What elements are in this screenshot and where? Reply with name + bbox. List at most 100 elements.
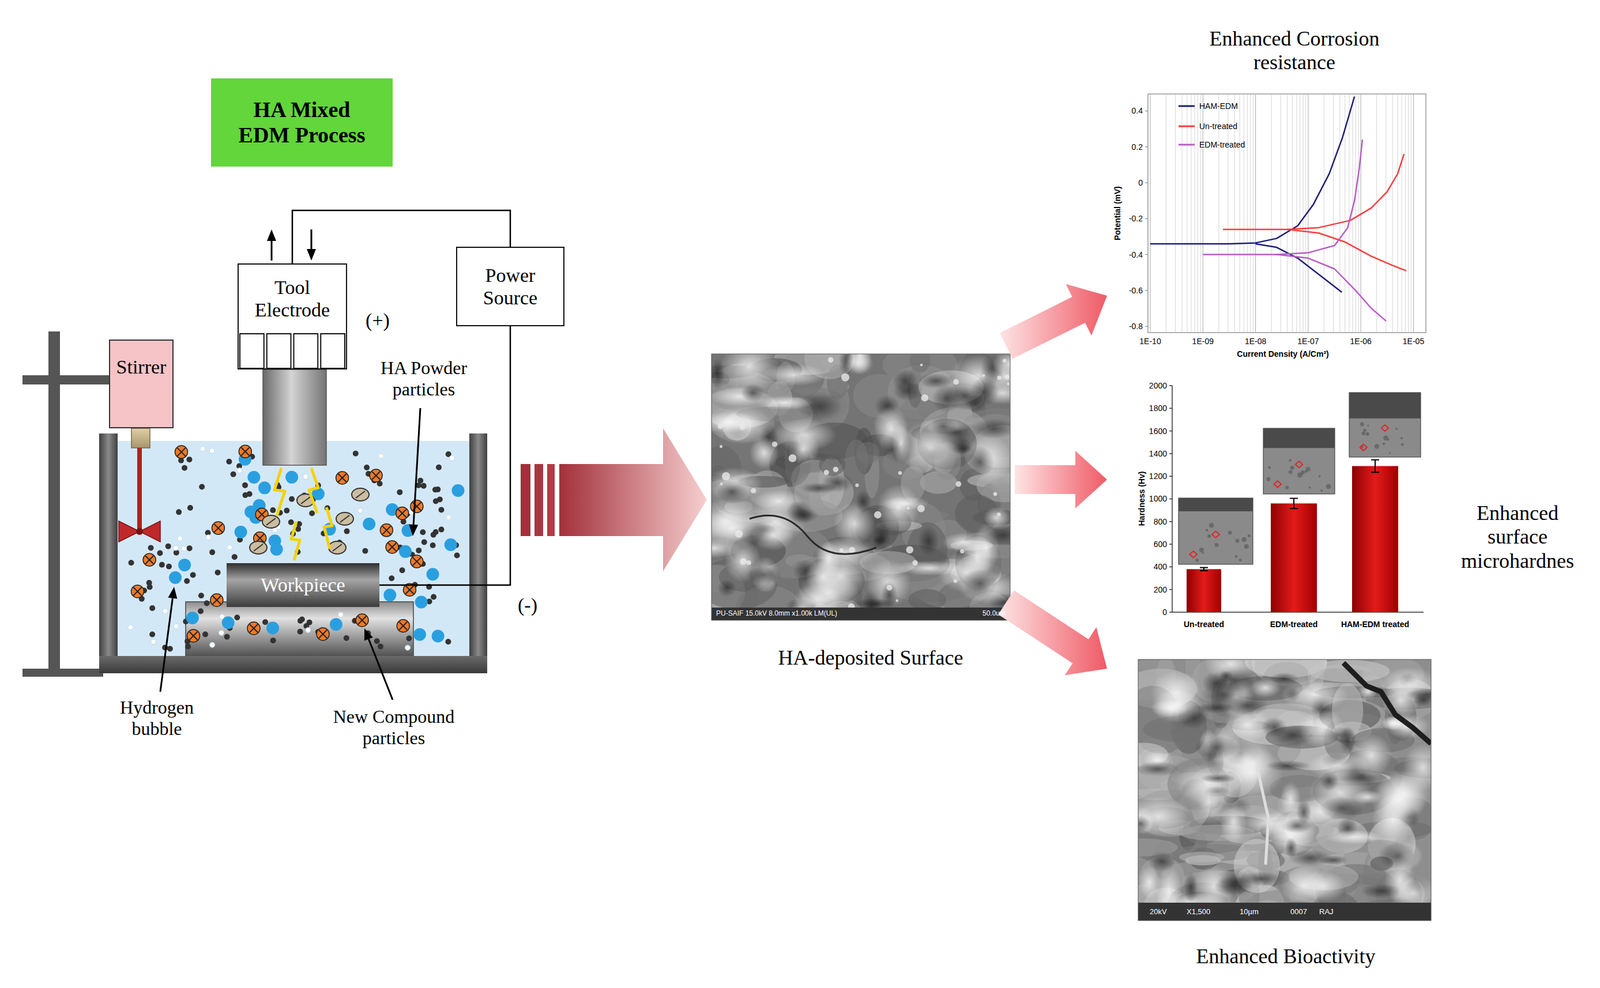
impeller-hub bbox=[136, 528, 143, 536]
surface-globule bbox=[906, 507, 910, 510]
micrograph-highlight bbox=[1375, 769, 1431, 819]
debris-particle bbox=[128, 625, 134, 631]
chart-label: -0.8 bbox=[1128, 321, 1143, 331]
chart-label: 1200 bbox=[1149, 471, 1167, 481]
compound-mark bbox=[241, 447, 250, 456]
micrograph-shadow bbox=[872, 536, 887, 547]
grid-line bbox=[1165, 94, 1167, 333]
grid-line bbox=[1376, 94, 1377, 333]
compound-particle bbox=[175, 445, 188, 459]
chart-label: -0.6 bbox=[1128, 285, 1143, 296]
indent-speck bbox=[1209, 522, 1215, 529]
grid-line bbox=[1150, 94, 1151, 333]
dielectric-particle bbox=[396, 489, 403, 496]
hydrogen-bubble bbox=[270, 543, 284, 556]
chart-label: 1000 bbox=[1149, 494, 1167, 504]
debris-particle bbox=[209, 448, 215, 454]
error-cap bbox=[1371, 459, 1380, 461]
dielectric-particle bbox=[147, 584, 153, 590]
micrograph-highlight bbox=[805, 560, 842, 594]
hydrogen-bubble bbox=[398, 545, 412, 559]
tafel-curve bbox=[1276, 254, 1387, 322]
tick-mark bbox=[1169, 475, 1173, 477]
micrograph-shadow bbox=[962, 569, 998, 599]
indent-substrate bbox=[1263, 428, 1335, 448]
tafel-curve bbox=[1150, 96, 1355, 244]
annotation: Enhanced Corrosion resistance bbox=[1196, 27, 1393, 75]
electrode-rod bbox=[262, 369, 327, 466]
grid-line bbox=[1392, 94, 1394, 333]
tick-mark bbox=[1145, 326, 1148, 327]
ha-powder-mark bbox=[355, 491, 365, 499]
hydrogen-bubble bbox=[247, 471, 261, 484]
chart-label: 20kV bbox=[1149, 908, 1167, 917]
outcome-arrow bbox=[1014, 450, 1108, 509]
micrograph-shadow bbox=[930, 417, 958, 435]
electrode-slot bbox=[239, 333, 265, 369]
micrograph-highlight bbox=[873, 405, 909, 451]
surface-globule bbox=[1004, 374, 1010, 380]
micrograph-highlight bbox=[711, 405, 773, 444]
grid-line bbox=[1252, 94, 1254, 333]
chart-label: 800 bbox=[1153, 517, 1167, 527]
debris-particle bbox=[305, 627, 311, 634]
tick-mark bbox=[1169, 566, 1173, 568]
compound-mark bbox=[133, 587, 142, 596]
node-text: Tool Electrode bbox=[244, 276, 341, 322]
dielectric-particle bbox=[198, 483, 205, 490]
indent-speck bbox=[1195, 558, 1199, 563]
micrograph-highlight bbox=[876, 483, 920, 533]
hydrogen-bubble bbox=[178, 558, 191, 572]
micrograph-highlight bbox=[1150, 690, 1204, 724]
compound-mark bbox=[145, 555, 154, 564]
debris-particle bbox=[177, 536, 183, 542]
dielectric-particle bbox=[186, 456, 192, 463]
compound-mark bbox=[338, 473, 347, 483]
compound-particle bbox=[336, 471, 349, 485]
axis-title: Hardness (Hv) bbox=[1137, 471, 1147, 527]
hydrogen-bubble bbox=[415, 596, 428, 609]
chart-label: RAJ bbox=[1319, 908, 1334, 917]
node-text: Power Source bbox=[462, 264, 558, 310]
micrograph bbox=[1138, 659, 1432, 921]
indent-speck bbox=[1285, 486, 1289, 490]
tick-mark bbox=[1169, 498, 1173, 500]
dielectric-particle bbox=[231, 554, 238, 560]
compound-mark bbox=[405, 585, 414, 594]
dielectric-particle bbox=[185, 644, 191, 650]
tank-floor bbox=[99, 656, 488, 674]
surface-globule bbox=[721, 472, 730, 481]
indent-speck bbox=[1367, 424, 1369, 427]
micrograph-shadow bbox=[711, 358, 725, 390]
ha-powder-particle bbox=[336, 512, 354, 526]
micrograph-shadow bbox=[1285, 837, 1298, 859]
indent-micrograph bbox=[1349, 392, 1421, 458]
workpiece-block: Workpiece bbox=[226, 563, 380, 608]
compound-mark bbox=[398, 622, 408, 631]
tafel-curve bbox=[1202, 139, 1363, 255]
hydrogen-bubble bbox=[186, 611, 199, 625]
indent-speck bbox=[1288, 470, 1293, 475]
hardness-bar bbox=[1186, 569, 1222, 613]
dielectric-particle bbox=[306, 619, 313, 626]
plot-frame bbox=[1147, 93, 1426, 333]
micrograph-grain bbox=[845, 439, 868, 479]
dielectric-particle bbox=[246, 491, 253, 498]
legend-sample bbox=[1178, 105, 1195, 108]
surface-globule bbox=[772, 441, 778, 447]
grid-line bbox=[1239, 94, 1241, 333]
dielectric-particle bbox=[421, 539, 428, 546]
dielectric-particle bbox=[197, 608, 204, 615]
surface-globule bbox=[996, 375, 1001, 380]
surface-globule bbox=[874, 511, 882, 519]
chart-label: Un-treated bbox=[1183, 619, 1225, 630]
chart-label: 1800 bbox=[1149, 403, 1167, 413]
indent-speck bbox=[1214, 543, 1219, 548]
annotation: (+) bbox=[365, 309, 390, 332]
ha-powder-particle bbox=[351, 488, 370, 502]
annotation: HA Powder particles bbox=[363, 357, 485, 401]
compound-particle bbox=[385, 540, 399, 554]
hydrogen-bubble bbox=[444, 538, 458, 552]
chart-label: 2000 bbox=[1149, 381, 1167, 391]
micrograph-shadow bbox=[1260, 717, 1288, 738]
